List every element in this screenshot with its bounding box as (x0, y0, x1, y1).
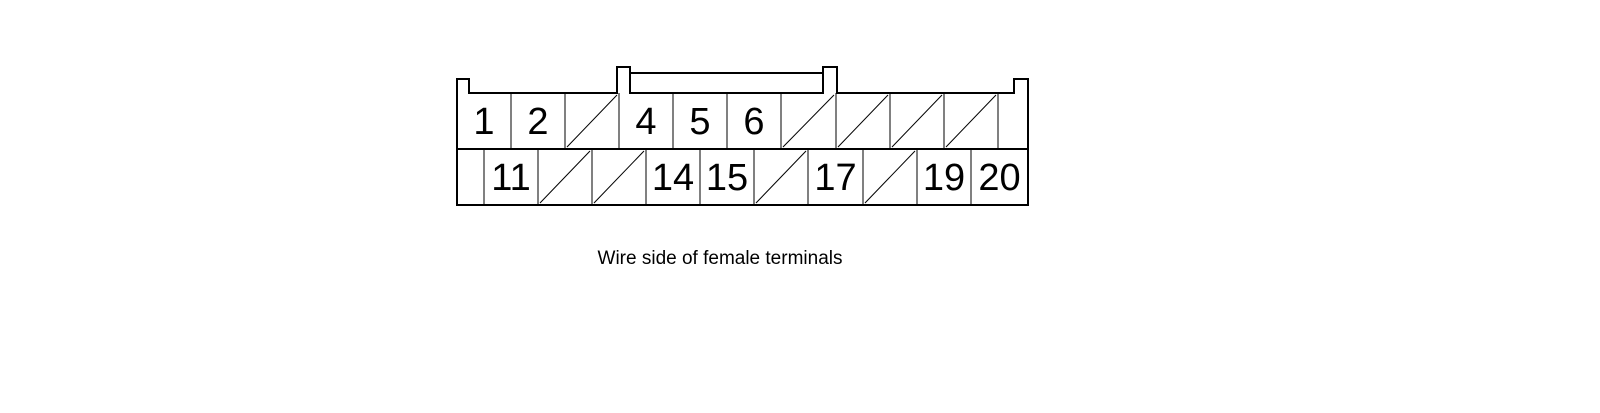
terminal-1-label: 1 (473, 101, 494, 143)
unused-terminal-slash (755, 150, 807, 204)
unused-terminal-slash (566, 94, 618, 148)
terminal-14-label: 14 (652, 157, 694, 199)
unused-terminal-slash (593, 150, 645, 204)
connector-housing (456, 66, 1029, 206)
terminal-5-label: 5 (689, 101, 710, 143)
terminal-17-label: 17 (814, 157, 856, 199)
unused-terminal-slash (864, 150, 916, 204)
terminal-6-label: 6 (743, 101, 764, 143)
unused-terminal-slash (782, 94, 835, 148)
terminal-20-label: 20 (978, 157, 1020, 199)
terminal-19-label: 19 (923, 157, 965, 199)
unused-terminal-slash (837, 94, 889, 148)
unused-terminal-slash (891, 94, 943, 148)
unused-terminal-slash (539, 150, 591, 204)
terminal-4-label: 4 (635, 101, 656, 143)
terminal-11-label: 11 (491, 157, 530, 199)
diagram-caption: Wire side of female terminals (598, 248, 843, 269)
housing-outline (456, 66, 1029, 206)
terminal-2-label: 2 (527, 101, 548, 143)
terminal-15-label: 15 (706, 157, 748, 199)
unused-terminal-slash (945, 94, 997, 148)
